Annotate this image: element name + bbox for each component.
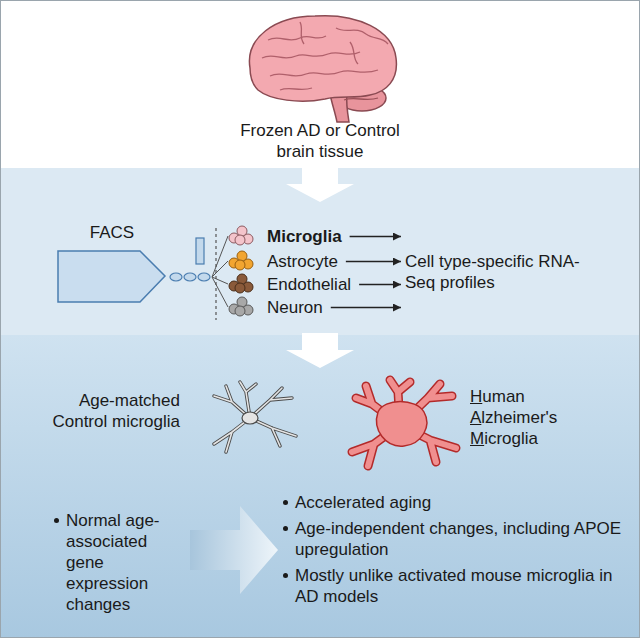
bullet-list: Accelerated agingAge-independent changes…: [283, 492, 623, 612]
bullet-item: Normal age-associated gene expression ch…: [54, 510, 186, 615]
node-text: Human Alzheimer's Microglia: [470, 386, 580, 449]
arrow-connector: [346, 261, 401, 262]
cell-type-label: Microglia: [267, 226, 342, 247]
arrow-connector: [359, 284, 401, 285]
bullet-dot: [283, 500, 288, 505]
control-label: Age-matched Control microglia: [40, 390, 180, 432]
bullet-dot: [283, 526, 288, 531]
flow-arrow: [286, 166, 354, 202]
cell-type-label: Neuron: [267, 297, 323, 318]
cell: [235, 260, 245, 270]
node-text: Frozen AD or Control brain tissue: [225, 120, 415, 162]
cell: [235, 235, 245, 245]
node-text: Cell type-specific RNA-Seq profiles: [405, 251, 585, 293]
bullet-item: Mostly unlike activated mouse microglia …: [283, 565, 623, 607]
progression-arrow: [190, 506, 278, 594]
node-text: Age-matched Control microglia: [40, 390, 180, 432]
facs-shape: [58, 251, 165, 302]
node-text: Neuron: [267, 297, 323, 318]
alzheimers-microglia-drawing: [352, 380, 456, 466]
facs-stream: [170, 228, 228, 320]
facs-shape: [56, 249, 168, 305]
cell: [235, 283, 245, 293]
brain-illustration: [249, 16, 396, 122]
bullet-item: Accelerated aging: [283, 492, 623, 513]
arrow-connector: [331, 307, 401, 308]
flow-arrow: [286, 333, 354, 368]
bullet-item: Age-independent changes, including APOE …: [283, 518, 623, 560]
output-label: Cell type-specific RNA-Seq profiles: [405, 222, 585, 322]
bullet-text: Age-independent changes, including APOE …: [295, 518, 623, 560]
facs-sorter: FACS: [56, 222, 168, 306]
node-text: Astrocyte: [267, 251, 338, 272]
cell-type-label: Endothelial: [267, 274, 351, 295]
arrow-connector: [350, 236, 401, 237]
cell: [235, 306, 245, 316]
bottom-panel: [0, 335, 640, 638]
node-text: Endothelial: [267, 274, 351, 295]
node-text: Microglia: [267, 226, 342, 247]
bullet-dot: [54, 518, 59, 523]
bullet-dot: [283, 573, 288, 578]
sample-label: Frozen AD or Control brain tissue: [225, 120, 415, 162]
top-panel: [0, 0, 640, 168]
cell-clusters: [229, 226, 253, 316]
bullet-text: Normal age-associated gene expression ch…: [66, 510, 186, 615]
bullet-list: Normal age-associated gene expression ch…: [54, 510, 186, 620]
bullet-text: Accelerated aging: [295, 492, 623, 513]
control-microglia-drawing: [214, 382, 296, 452]
node-text: FACS: [56, 222, 168, 243]
bullet-text: Mostly unlike activated mouse microglia …: [295, 565, 623, 607]
cell-type-label: Astrocyte: [267, 251, 338, 272]
ham-label: Human Alzheimer's Microglia: [470, 386, 580, 449]
